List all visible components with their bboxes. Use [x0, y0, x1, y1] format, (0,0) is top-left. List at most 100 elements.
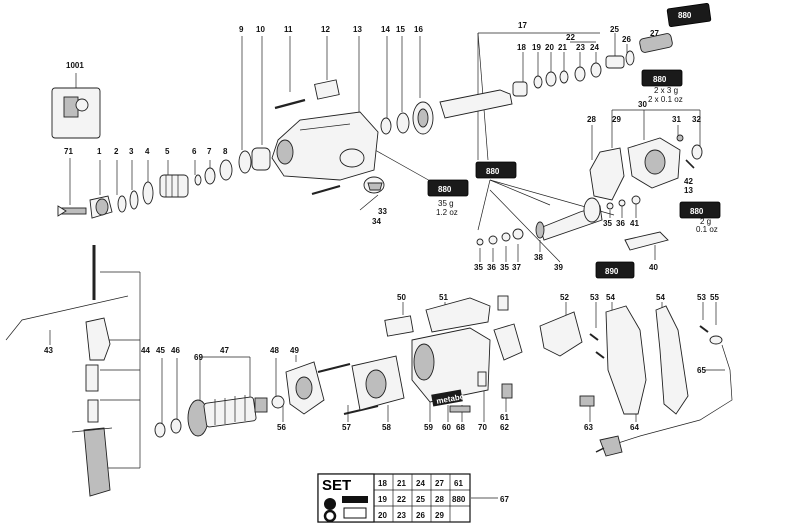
part-71-screw — [57, 205, 87, 217]
part-58-field — [351, 355, 405, 411]
part-49-56-fan-guide — [285, 361, 325, 415]
part-label: 45 — [156, 346, 165, 355]
part-label: 41 — [630, 219, 639, 228]
part-13-gear-housing — [271, 111, 379, 181]
part-label: 23 — [576, 43, 585, 52]
tube-label: 880 — [486, 167, 500, 176]
tube-label: 880 — [438, 185, 452, 194]
part-label: 70 — [478, 423, 487, 432]
part-label: 64 — [630, 423, 639, 432]
part-label: 13 — [684, 186, 693, 195]
part-label: 27 — [650, 29, 659, 38]
part-label: 3 — [129, 147, 134, 156]
part-1001-card — [51, 87, 101, 139]
set-cell: 24 — [416, 479, 425, 488]
tube-label: 880 — [690, 207, 704, 216]
set-cell: 61 — [454, 479, 463, 488]
grease-tube-890: 890 — [595, 261, 635, 279]
part-label: 35 — [603, 219, 612, 228]
part-label: 43 — [44, 346, 53, 355]
qty-label: 35 g — [438, 199, 454, 208]
part-label: 10 — [256, 25, 265, 34]
set-cell: 25 — [416, 495, 425, 504]
part-label: 54 — [606, 293, 615, 302]
tube-label: 880 — [678, 11, 692, 20]
part-label: 34 — [372, 217, 381, 226]
part-50-label — [384, 315, 414, 337]
part-label: 26 — [622, 35, 631, 44]
part-label: 1 — [97, 147, 102, 156]
set-cell: 880 — [452, 495, 466, 504]
part-label: 5 — [165, 147, 170, 156]
part-54-handle-left — [605, 305, 647, 415]
qty-label: 2 x 3 g — [654, 86, 678, 95]
part-64-65-cable-plug — [595, 344, 733, 457]
part-44-side-handle — [71, 245, 113, 497]
part-label: 20 — [545, 43, 554, 52]
part-label: 67 — [500, 495, 509, 504]
part-label: 8 — [223, 147, 228, 156]
part-label: 19 — [532, 43, 541, 52]
part-52-switch — [539, 311, 583, 357]
part-label: 58 — [382, 423, 391, 432]
grease-tube-880-right: 880 2 x 3 g 2 x 0.1 oz — [641, 69, 683, 104]
part-label: 60 — [442, 423, 451, 432]
part-label: 25 — [610, 25, 619, 34]
part-40-switch-lever — [624, 231, 669, 251]
part-5-locking-sleeve — [159, 174, 189, 198]
part-label: 14 — [381, 25, 390, 34]
part-label: 36 — [616, 219, 625, 228]
part-label: 37 — [512, 263, 521, 272]
part-label: 54 — [656, 293, 665, 302]
part-2-3-4-springs — [117, 181, 154, 213]
grease-tube-880-center: 880 — [475, 161, 517, 179]
part-label: 33 — [378, 207, 387, 216]
part-label: 4 — [145, 147, 150, 156]
part-label: 51 — [439, 293, 448, 302]
qty-label: 1.2 oz — [436, 208, 458, 217]
part-label: 16 — [414, 25, 423, 34]
part-label: 47 — [220, 346, 229, 355]
part-17-spindle — [439, 81, 528, 119]
part-label: 9 — [239, 25, 244, 34]
part-54-handle-right — [655, 305, 689, 415]
set-cell: 22 — [397, 495, 406, 504]
part-12-label-plate — [314, 79, 340, 100]
grease-tube-880-lower-right: 880 2 g 0.1 oz — [679, 201, 721, 234]
part-label: 2 — [114, 147, 119, 156]
part-label: 49 — [290, 346, 299, 355]
part-label: 36 — [487, 263, 496, 272]
part-label: 17 — [518, 21, 527, 30]
part-number-labels: 1001 71 1 2 3 4 5 6 7 8 9 10 11 12 13 14… — [44, 21, 719, 504]
part-35-36-37-washers — [476, 195, 641, 246]
part-label: 29 — [612, 115, 621, 124]
part-label: 12 — [321, 25, 330, 34]
part-label: 69 — [194, 353, 203, 362]
part-label: 68 — [456, 423, 465, 432]
grease-tube-880-left: 880 35 g 1.2 oz — [427, 179, 469, 217]
part-label: 13 — [353, 25, 362, 34]
part-label: 39 — [554, 263, 563, 272]
part-label: 52 — [560, 293, 569, 302]
part-43-depth-rod — [5, 295, 129, 341]
qty-label: 2 g — [700, 217, 711, 226]
part-label: 31 — [672, 115, 681, 124]
part-label: 11 — [284, 25, 293, 34]
set-cell: 28 — [435, 495, 444, 504]
part-label: 65 — [697, 366, 706, 375]
part-label: 48 — [270, 346, 279, 355]
part-label: 40 — [649, 263, 658, 272]
part-label: 63 — [584, 423, 593, 432]
part-25-26-27-tool-holder — [605, 33, 673, 69]
part-9-10-rings — [238, 147, 271, 174]
part-label: 53 — [697, 293, 706, 302]
part-label: 1001 — [66, 61, 84, 70]
set-cell: 19 — [378, 495, 387, 504]
part-28-29-gearbox-cover — [589, 137, 681, 201]
part-label: 38 — [534, 253, 543, 262]
part-label: 56 — [277, 423, 286, 432]
part-label: 50 — [397, 293, 406, 302]
part-label: 44 — [141, 346, 150, 355]
part-6-7-8-rings — [194, 159, 233, 186]
part-18-to-24-small-parts — [533, 62, 602, 89]
